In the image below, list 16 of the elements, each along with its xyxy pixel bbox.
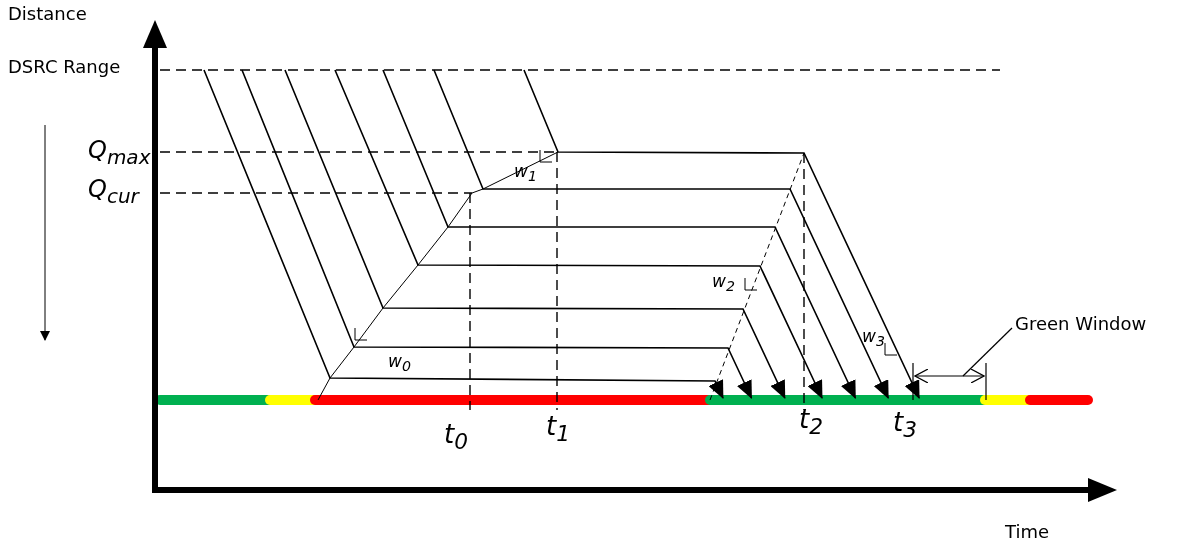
dimension-line [912,362,987,401]
time-label: t$_{2}$ [799,405,823,439]
time-label: t$_{3}$ [893,408,917,442]
axis-title: Distance [8,4,87,24]
axis-title: Time [1005,522,1050,542]
time-label: t$_{1}$ [546,412,570,446]
dimension-label: Green Window [1015,314,1147,334]
variable-label: w$_{1}$ [514,162,537,185]
variable-label: w$_{2}$ [712,272,735,295]
axis-label: DSRC Range [8,57,121,77]
leader-line [962,327,1013,377]
axis-label: Q$_{cur}$ [88,176,139,207]
axis-label: Q$_{max}$ [88,137,151,168]
variable-label: w$_{3}$ [862,327,885,350]
variable-label: w$_{0}$ [388,352,411,375]
time-label: t$_{0}$ [444,420,468,454]
